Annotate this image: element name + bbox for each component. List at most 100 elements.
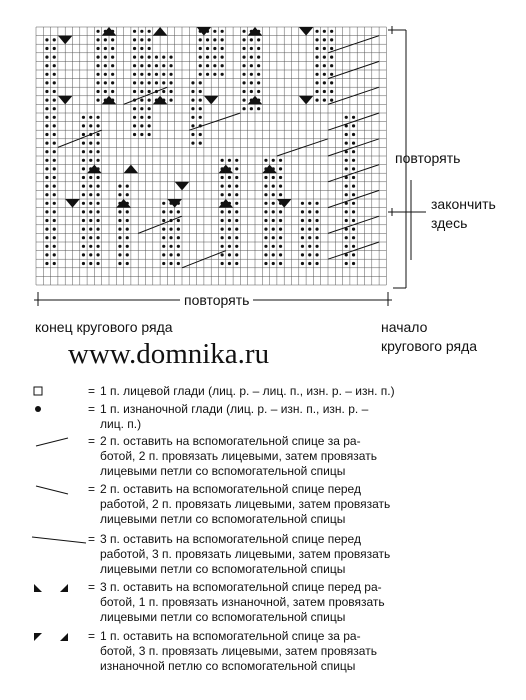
purl-dot [351,218,356,223]
purl-dot [96,141,100,145]
purl-dot [191,124,195,128]
purl-dot [242,89,246,94]
purl-dot [278,158,283,162]
purl-dot [176,261,180,266]
purl-dot [111,46,115,51]
purl-dot [227,227,232,231]
purl-dot [176,244,180,248]
purl-dot [344,132,348,137]
purl-dot [169,89,173,94]
purl-dot [351,124,356,128]
purl-dot [140,132,144,137]
purl-dot [147,132,151,137]
purl-dot [125,253,129,257]
purl-dot [322,29,326,33]
purl-dot [344,244,348,248]
purl-dot [45,193,49,197]
purl-dot [52,115,56,119]
purl-dot [89,244,93,248]
purl-dot [264,184,268,188]
purl-dot [52,72,56,76]
purl-dot [249,64,253,68]
cross-triangle [152,27,168,36]
purl-dot [96,158,100,162]
purl-dot [176,227,180,231]
purl-dot [118,236,122,240]
purl-dot [344,167,348,171]
purl-dot [169,55,173,59]
purl-dot [140,98,144,102]
purl-dot [147,38,151,42]
purl-dot [322,72,326,76]
purl-dot [132,55,137,59]
cable-line [327,138,380,157]
purl-dot [220,210,224,214]
purl-dot [220,218,224,223]
purl-dot [45,244,49,248]
purl-dot [198,141,202,145]
purl-dot [81,115,86,119]
purl-dot [264,261,268,266]
purl-dot [169,253,173,257]
purl-dot [235,201,239,205]
purl-dot [45,132,49,137]
purl-dot [125,193,129,197]
purl-dot [351,167,356,171]
purl-dot [45,218,49,223]
purl-dot [176,236,180,240]
purl-dot [132,132,137,137]
purl-dot [132,72,137,76]
purl-dot [278,167,283,171]
purl-dot [103,89,107,94]
purl-dot [257,89,261,94]
purl-dot [213,64,217,68]
purl-dot [220,72,224,76]
triangle-cross-left-icon [34,584,68,592]
purl-dot [227,210,232,214]
purl-dot [96,201,100,205]
purl-dot [315,89,319,94]
purl-dot [96,210,100,214]
purl-dot [154,81,159,85]
purl-dot [169,64,173,68]
cable-line [276,138,329,157]
legend-equals: = [88,629,96,643]
purl-dot [81,236,86,240]
purl-dot [89,201,93,205]
purl-dot [52,184,56,188]
cross-triangle [196,27,212,36]
purl-dot [111,38,115,42]
repeat-label-bottom: повторять [180,292,254,308]
purl-dot [198,132,202,137]
purl-dot [198,72,202,76]
purl-dot [198,107,202,111]
purl-dot [81,184,86,188]
purl-dot [330,81,334,85]
purl-dot [315,236,319,240]
cross-triangle [174,181,190,191]
cross-triangle [218,164,234,174]
purl-dot [89,124,93,128]
purl-dot [45,253,49,257]
purl-dot [45,184,49,188]
purl-dot [271,236,275,240]
purl-dot [140,89,144,94]
purl-dot [227,193,232,197]
purl-dot [344,236,348,240]
purl-dot [147,72,151,76]
purl-dot [52,158,56,162]
purl-dot [198,98,202,102]
purl-dot [271,261,275,266]
purl-dot [300,218,305,223]
purl-dot [147,46,151,51]
purl-dot [315,38,319,42]
purl-dot [220,227,224,231]
cross-triangle [65,199,80,208]
purl-dot [45,141,49,145]
cable-2-left-icon [35,485,69,495]
purl-dot [271,175,275,180]
purl-dot [52,261,56,266]
purl-dot [162,244,166,248]
purl-dot [322,46,326,51]
purl-dot [45,167,49,171]
